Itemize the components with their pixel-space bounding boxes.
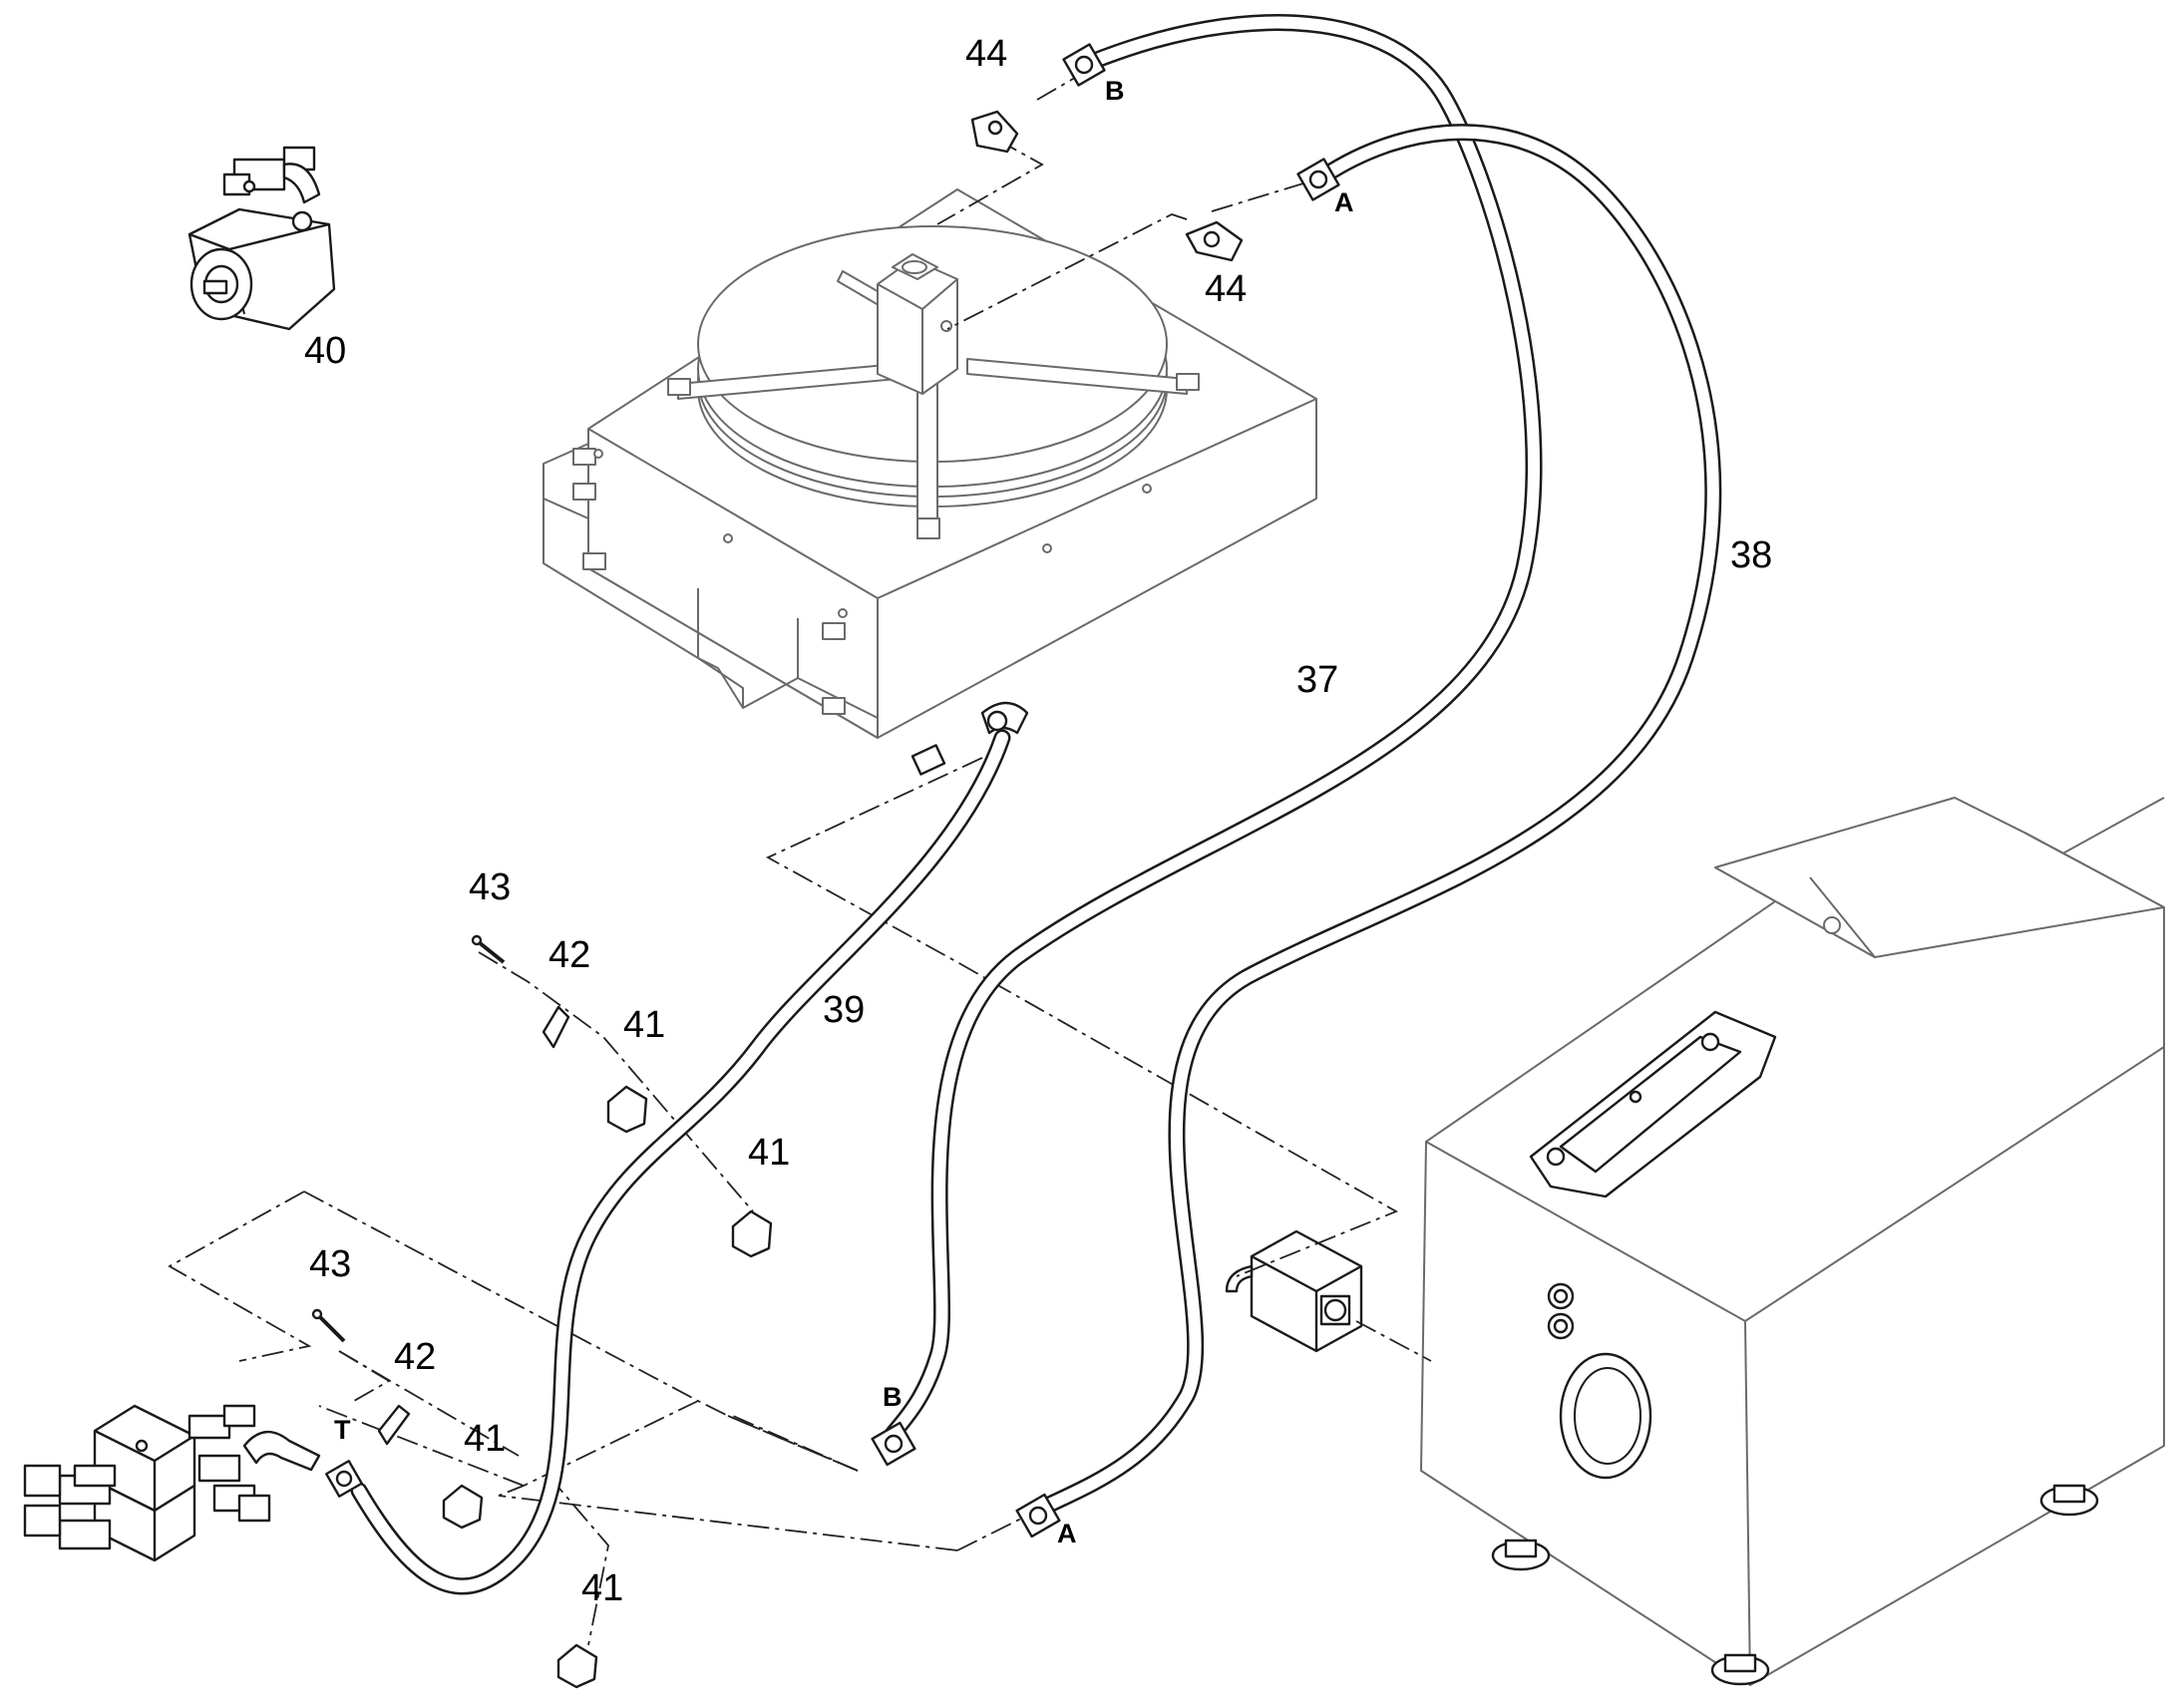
port-label-bottom-a: A — [1057, 1519, 1077, 1548]
hose-38 — [1028, 124, 1722, 1520]
clamp-41-b — [731, 1209, 773, 1258]
hydraulic-tank — [1420, 797, 2165, 1686]
fitting-bottom-a — [1015, 1493, 1061, 1538]
cooler-fan-unit — [543, 188, 1317, 739]
callout-41-c: 41 — [464, 1418, 506, 1460]
callout-43-a: 43 — [469, 866, 511, 908]
bolt-43-upper — [471, 934, 506, 964]
callout-41-b: 41 — [748, 1132, 790, 1174]
callout-42-b: 42 — [394, 1336, 436, 1378]
callout-39: 39 — [823, 989, 865, 1031]
fitting-bottom-b — [871, 1421, 916, 1467]
fitting-top-a — [1296, 158, 1340, 201]
callout-40: 40 — [304, 330, 346, 372]
callout-labels: 37 38 39 40 41 41 41 41 42 42 43 43 44 4… — [304, 33, 1772, 1609]
clamp-41-a — [606, 1085, 648, 1134]
callout-43-b: 43 — [309, 1243, 351, 1285]
bolt-43-lower — [311, 1308, 346, 1343]
port-labels: B A B A T — [334, 76, 1354, 1548]
port-label-tank-t: T — [334, 1415, 351, 1445]
callout-44-b: 44 — [1205, 268, 1247, 310]
clamp-41-d — [556, 1643, 598, 1689]
plate-42-lower — [377, 1404, 411, 1446]
plate-42-upper — [542, 1005, 570, 1049]
suction-block — [1225, 1229, 1363, 1353]
callout-44-a: 44 — [965, 33, 1007, 75]
leader-lines — [168, 67, 1432, 1646]
fitting-top-b — [1062, 43, 1106, 87]
clamp-41-c — [442, 1484, 484, 1530]
fitting-tank-t — [325, 1460, 363, 1498]
callout-38: 38 — [1730, 534, 1772, 576]
hose-39 — [350, 729, 1011, 1595]
callout-41-a: 41 — [623, 1004, 665, 1046]
hose-37 — [879, 14, 1543, 1450]
valve-block — [23, 1404, 321, 1562]
bracket-44-upper — [970, 110, 1019, 154]
callout-37: 37 — [1296, 659, 1338, 701]
fitting-elbow — [910, 701, 1029, 776]
port-label-top-a: A — [1334, 187, 1354, 217]
callout-42-a: 42 — [548, 934, 590, 976]
callout-41-d: 41 — [581, 1567, 623, 1609]
hydraulic-pump — [187, 146, 336, 331]
port-label-top-b: B — [1105, 76, 1125, 106]
port-label-bottom-b: B — [883, 1382, 903, 1412]
bracket-44-lower — [1185, 220, 1244, 262]
